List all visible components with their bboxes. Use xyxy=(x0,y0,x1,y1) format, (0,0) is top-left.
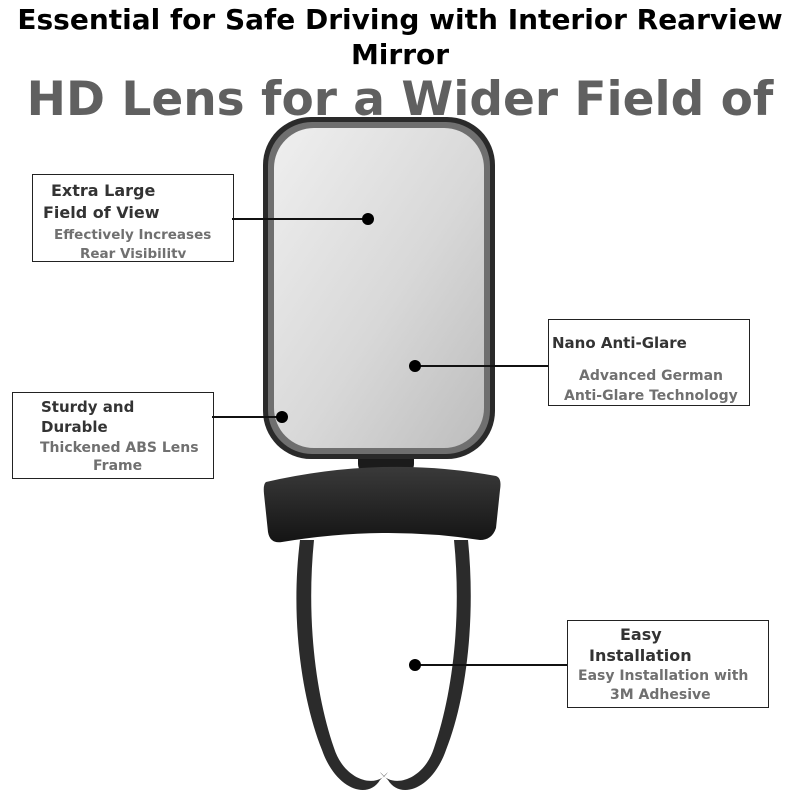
pointer-dot-installation xyxy=(409,659,421,671)
callout-description: Effectively Increases xyxy=(54,227,212,243)
callout-title: Field of View xyxy=(43,203,160,222)
pointer-dot-sturdy xyxy=(276,411,288,423)
callout-description: Anti-Glare Technology xyxy=(564,388,738,404)
mirror-glass xyxy=(274,128,484,448)
mounting-strap-right xyxy=(380,540,471,790)
callout-description: Thickened ABS Lens xyxy=(40,440,199,456)
callout-title: Durable xyxy=(41,418,108,436)
mounting-strap xyxy=(296,540,388,790)
leader-line-field-of-view xyxy=(232,218,368,220)
callout-description: Frame xyxy=(93,458,143,474)
headline-line-1: Essential for Safe Driving with Interior… xyxy=(17,3,783,36)
callout-sturdy-durable: Sturdy and Durable Thickened ABS Lens Fr… xyxy=(12,392,214,479)
leader-line-anti-glare xyxy=(415,365,548,367)
callout-title: Installation xyxy=(589,646,692,665)
callout-title: Nano Anti-Glare xyxy=(552,334,687,352)
callout-title: Easy xyxy=(620,625,662,644)
callout-description: Advanced German xyxy=(579,368,723,384)
headline-line-2: Mirror xyxy=(350,38,450,71)
callout-description: Rear Visibility xyxy=(80,246,187,258)
callout-description: 3M Adhesive xyxy=(610,687,711,703)
callout-title: Extra Large xyxy=(51,181,156,200)
callout-anti-glare: Nano Anti-Glare Advanced German Anti-Gla… xyxy=(548,319,750,406)
callout-title: Sturdy and xyxy=(41,398,135,416)
headrest-pad xyxy=(263,466,501,543)
headline: Essential for Safe Driving with Interior… xyxy=(0,2,800,72)
leader-line-installation xyxy=(418,664,567,666)
callout-installation: Easy Installation Easy Installation with… xyxy=(567,620,769,708)
pointer-dot-anti-glare xyxy=(409,360,421,372)
callout-field-of-view: Extra Large Field of View Effectively In… xyxy=(32,174,234,262)
callout-description: Easy Installation with xyxy=(578,668,749,684)
pointer-dot-field-of-view xyxy=(362,213,374,225)
leader-line-sturdy xyxy=(212,416,282,418)
